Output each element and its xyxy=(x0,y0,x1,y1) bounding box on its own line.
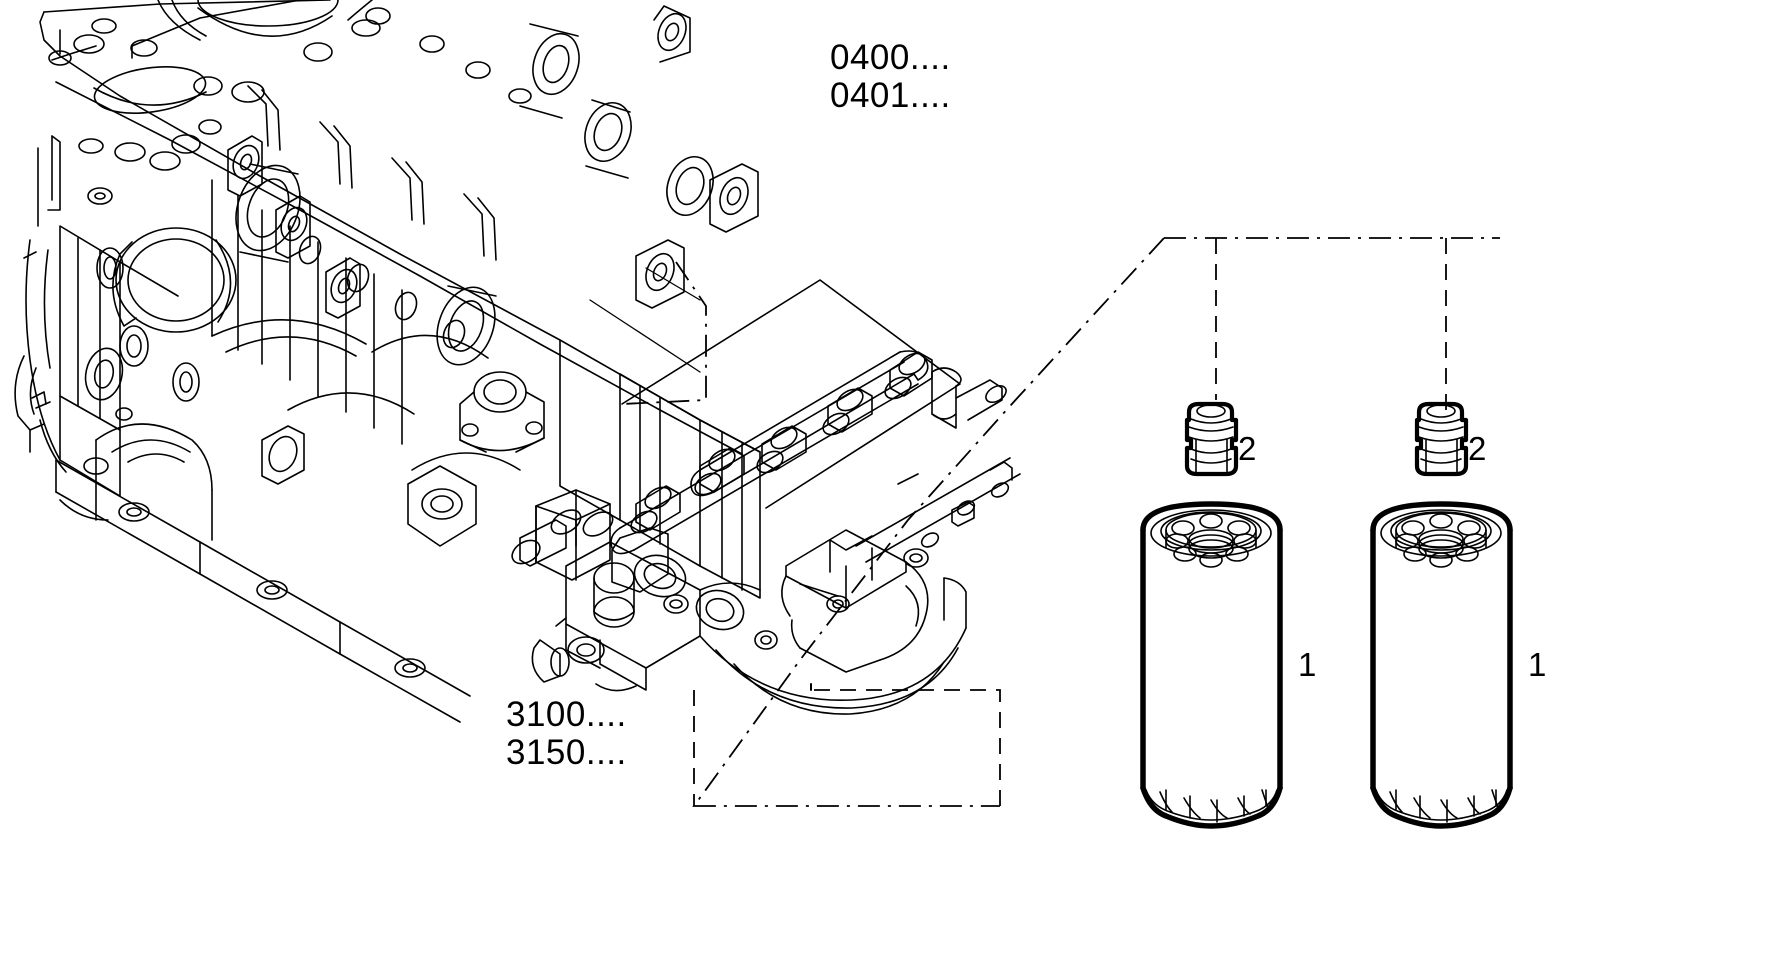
phantom-outline xyxy=(621,279,961,509)
callout-plug-left: 2 xyxy=(1238,430,1257,467)
ref-label-3150: 3150.... xyxy=(506,733,627,772)
callout-filter-right: 1 xyxy=(1528,646,1547,683)
oil-filter-right xyxy=(1370,401,1513,829)
filter-plug-left xyxy=(1184,401,1239,477)
ref-label-3100: 3100.... xyxy=(506,695,627,734)
callout-filter-left: 1 xyxy=(1298,646,1317,683)
oil-pump-assembly-drawing xyxy=(511,350,1021,715)
oil-filter-left xyxy=(1140,401,1283,829)
filter-can-left xyxy=(1140,501,1283,829)
filter-plug-right xyxy=(1414,401,1469,477)
ref-label-0401: 0401.... xyxy=(830,76,951,115)
engine-block-drawing xyxy=(14,0,761,723)
leader-lines xyxy=(621,237,1500,807)
ref-label-0400: 0400.... xyxy=(830,38,951,77)
filter-can-right xyxy=(1370,501,1513,829)
callout-plug-right: 2 xyxy=(1468,430,1487,467)
